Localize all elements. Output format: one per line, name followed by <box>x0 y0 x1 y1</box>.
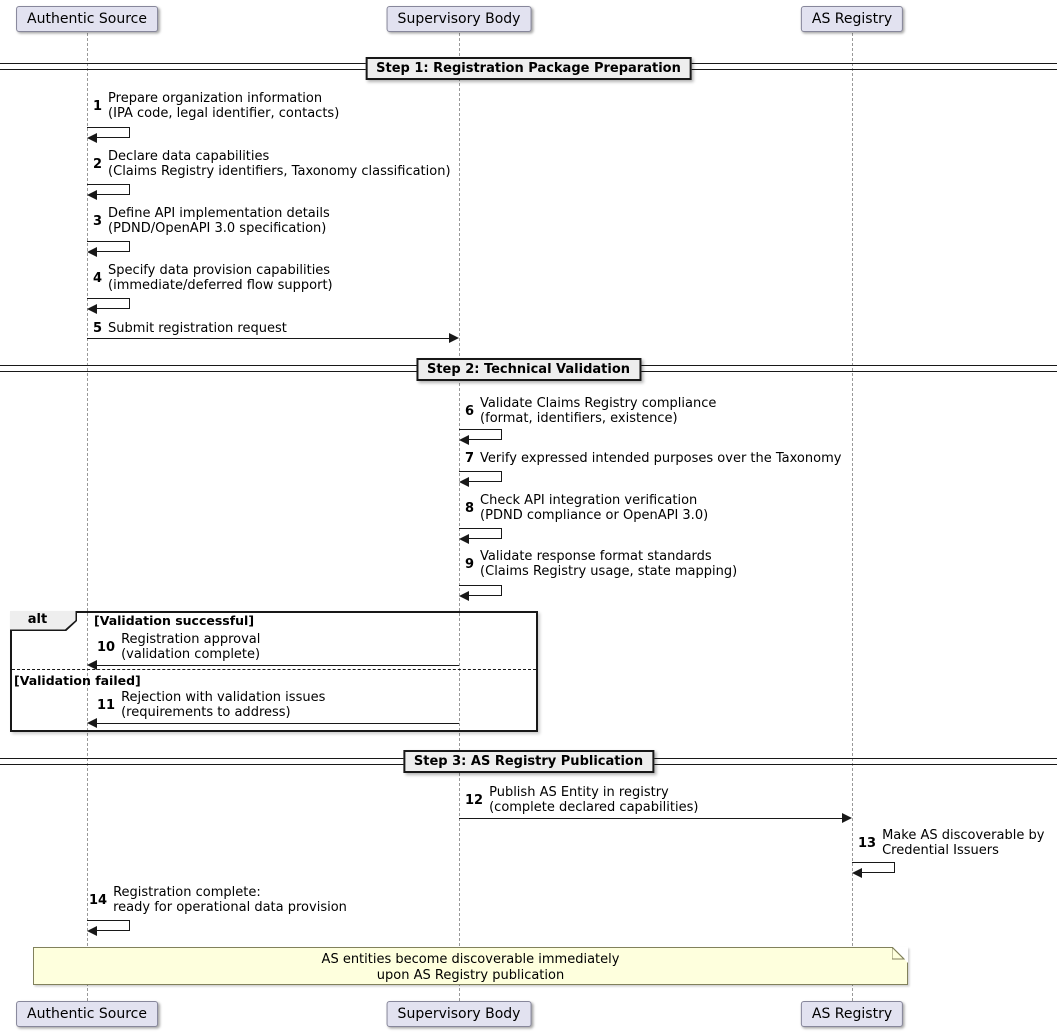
message-11: 11 Rejection with validation issues(requ… <box>97 690 325 720</box>
divider-3-label: Step 3: AS Registry Publication <box>402 750 655 773</box>
message-9-self-arrow <box>459 585 502 601</box>
participant-supervisory-body-bottom: Supervisory Body <box>386 1001 532 1027</box>
message-11-number: 11 <box>97 697 116 713</box>
message-13-text: Make AS discoverable by <box>882 828 1045 843</box>
alt-operator-tab: alt <box>10 611 77 631</box>
message-12-arrowhead <box>842 813 852 823</box>
message-3-text: Define API implementation details <box>108 206 330 221</box>
message-1-self-arrow <box>87 127 130 143</box>
message-8-number: 8 <box>465 500 475 516</box>
message-2: 2 Declare data capabilities(Claims Regis… <box>93 149 451 179</box>
message-1-subtext: (IPA code, legal identifier, contacts) <box>108 106 340 121</box>
message-7: 7 Verify expressed intended purposes ove… <box>465 451 841 466</box>
message-12-arrow <box>459 818 843 819</box>
message-6-text: Validate Claims Registry compliance <box>480 396 717 411</box>
message-3-self-arrow <box>87 241 130 257</box>
message-12-subtext: (complete declared capabilities) <box>489 800 699 815</box>
message-5-arrowhead <box>449 333 459 343</box>
alt-guard-success: [Validation successful] <box>94 613 255 628</box>
message-5-arrow <box>87 338 450 339</box>
message-4-number: 4 <box>93 270 103 286</box>
message-9-number: 9 <box>465 556 475 572</box>
message-11-subtext: (requirements to address) <box>121 705 291 720</box>
message-14-self-arrow <box>87 920 130 936</box>
message-11-arrow <box>97 723 459 724</box>
message-2-text: Declare data capabilities <box>108 149 270 164</box>
message-8: 8 Check API integration verification(PDN… <box>465 493 708 523</box>
note-fold-icon <box>892 947 908 963</box>
participant-supervisory-body-top: Supervisory Body <box>386 6 532 32</box>
message-2-number: 2 <box>93 156 103 172</box>
message-4-self-arrow <box>87 298 130 314</box>
message-14-text: Registration complete: <box>113 885 261 900</box>
message-12-text: Publish AS Entity in registry <box>489 785 669 800</box>
message-13-number: 13 <box>858 835 877 851</box>
message-4-text: Specify data provision capabilities <box>108 263 331 278</box>
message-10-subtext: (validation complete) <box>121 647 261 662</box>
alt-separator <box>12 669 536 670</box>
message-9: 9 Validate response format standards(Cla… <box>465 549 737 579</box>
message-6-self-arrow <box>459 429 502 445</box>
divider-1-label: Step 1: Registration Package Preparation <box>365 57 692 80</box>
message-1-number: 1 <box>93 98 103 114</box>
message-2-self-arrow <box>87 184 130 200</box>
message-8-self-arrow <box>459 528 502 544</box>
participant-as-registry-top: AS Registry <box>800 6 904 32</box>
message-7-self-arrow <box>459 471 502 487</box>
message-14: 14 Registration complete:ready for opera… <box>89 885 347 915</box>
divider-2-label: Step 2: Technical Validation <box>415 358 642 381</box>
message-6: 6 Validate Claims Registry compliance(fo… <box>465 396 716 426</box>
message-9-subtext: (Claims Registry usage, state mapping) <box>480 564 738 579</box>
message-1: 1 Prepare organization information(IPA c… <box>93 91 339 121</box>
message-3: 3 Define API implementation details(PDND… <box>93 206 330 236</box>
message-6-number: 6 <box>465 403 475 419</box>
message-10-arrow <box>97 665 459 666</box>
message-13-subtext: Credential Issuers <box>882 843 999 858</box>
note: AS entities become discoverable immediat… <box>33 947 908 985</box>
message-14-subtext: ready for operational data provision <box>113 900 347 915</box>
message-13-self-arrow <box>852 862 895 878</box>
participant-as-registry-bottom: AS Registry <box>800 1001 904 1027</box>
message-8-text: Check API integration verification <box>480 493 698 508</box>
message-8-subtext: (PDND compliance or OpenAPI 3.0) <box>480 508 709 523</box>
lifeline-as-registry <box>852 33 853 1001</box>
message-10-number: 10 <box>97 639 116 655</box>
message-1-text: Prepare organization information <box>108 91 323 106</box>
message-14-number: 14 <box>89 892 108 908</box>
message-11-text: Rejection with validation issues <box>121 690 326 705</box>
message-7-text: Verify expressed intended purposes over … <box>480 451 842 466</box>
message-5: 5 Submit registration request <box>93 321 287 336</box>
note-text-line2: upon AS Registry publication <box>376 968 565 983</box>
message-6-subtext: (format, identifiers, existence) <box>480 411 678 426</box>
message-9-text: Validate response format standards <box>480 549 712 564</box>
message-4: 4 Specify data provision capabilities(im… <box>93 263 333 293</box>
message-3-subtext: (PDND/OpenAPI 3.0 specification) <box>108 221 327 236</box>
message-5-number: 5 <box>93 321 103 336</box>
alt-operator-label: alt <box>27 612 48 627</box>
participant-authentic-source-top: Authentic Source <box>16 6 158 32</box>
lifeline-supervisory-body <box>459 33 460 1001</box>
message-10: 10 Registration approval(validation comp… <box>97 632 260 662</box>
alt-frame: alt <box>10 611 538 732</box>
message-4-subtext: (immediate/deferred flow support) <box>108 278 333 293</box>
note-text-line1: AS entities become discoverable immediat… <box>321 952 620 967</box>
message-5-text: Submit registration request <box>108 321 287 336</box>
message-2-subtext: (Claims Registry identifiers, Taxonomy c… <box>108 164 451 179</box>
message-12-number: 12 <box>465 792 484 808</box>
message-11-arrowhead <box>87 718 97 728</box>
alt-guard-failed: [Validation failed] <box>14 673 141 688</box>
participant-authentic-source-bottom: Authentic Source <box>16 1001 158 1027</box>
message-10-text: Registration approval <box>121 632 261 647</box>
message-3-number: 3 <box>93 213 103 229</box>
lifeline-authentic-source <box>87 33 88 1001</box>
message-10-arrowhead <box>87 660 97 670</box>
message-12: 12 Publish AS Entity in registry(complet… <box>465 785 698 815</box>
message-7-number: 7 <box>465 451 475 466</box>
